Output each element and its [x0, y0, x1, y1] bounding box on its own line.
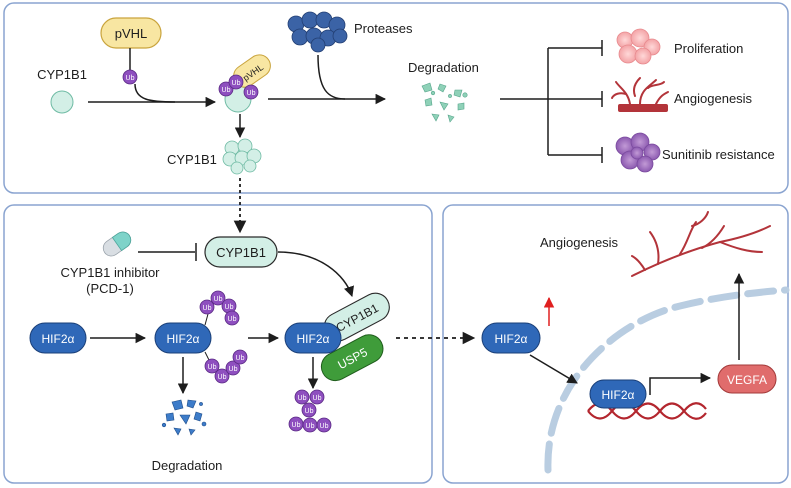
svg-text:Ub: Ub	[306, 423, 315, 430]
bottom-right-panel	[442, 204, 789, 484]
svg-text:HIF2α: HIF2α	[602, 388, 635, 402]
hif2a-pill-dna: HIF2α	[589, 379, 647, 409]
usp5-pill: USP5	[320, 334, 384, 382]
inhibitor-label-line2: (PCD-1)	[86, 281, 134, 296]
svg-text:HIF2α: HIF2α	[297, 332, 330, 346]
svg-text:HIF2α: HIF2α	[495, 332, 528, 346]
proteases-label: Proteases	[354, 21, 413, 36]
pvhl-pill: pVHL	[100, 17, 162, 49]
svg-text:Ub: Ub	[305, 408, 314, 415]
proteases-cluster	[287, 11, 348, 53]
cyp1b1-protein	[50, 90, 74, 114]
svg-text:Ub: Ub	[236, 355, 245, 362]
svg-text:Ub: Ub	[229, 366, 238, 373]
svg-text:Ub: Ub	[203, 305, 212, 312]
blood-vessel-icon	[631, 211, 771, 277]
svg-text:Ub: Ub	[225, 304, 234, 311]
ub-badge: Ub	[122, 69, 138, 85]
proliferation-cells-icon	[616, 28, 661, 65]
angiogenesis-label-right: Angiogenesis	[540, 235, 619, 250]
inhibitor-label-line1: CYP1B1 inhibitor	[61, 265, 161, 280]
cyp1b1-label-below: CYP1B1	[167, 152, 217, 167]
pvhl-label: pVHL	[115, 26, 148, 41]
angiogenesis-label-top: Angiogenesis	[674, 91, 753, 106]
sunitinib-label: Sunitinib resistance	[662, 147, 775, 162]
svg-text:HIF2α: HIF2α	[167, 332, 200, 346]
svg-text:Ub: Ub	[208, 364, 217, 371]
top-panel	[3, 2, 789, 194]
degraded-fragments	[421, 82, 468, 123]
free-ub-cluster: Ub Ub Ub Ub Ub Ub	[288, 389, 332, 433]
svg-text:HIF2α: HIF2α	[42, 332, 75, 346]
proliferation-label: Proliferation	[674, 41, 743, 56]
svg-text:Ub: Ub	[320, 423, 329, 430]
svg-text:Ub: Ub	[313, 395, 322, 402]
hif2a-pill-1: HIF2α	[29, 322, 87, 354]
nuclear-membrane	[544, 286, 790, 474]
cyp1b1-pill: CYP1B1	[204, 236, 278, 268]
angiogenesis-vessel-icon	[611, 77, 669, 112]
capsule-icon	[102, 231, 132, 257]
svg-text:Ub: Ub	[126, 75, 135, 82]
svg-text:Ub: Ub	[218, 374, 227, 381]
svg-text:Ub: Ub	[292, 422, 301, 429]
cyp1b1-aggregate	[222, 138, 262, 175]
sunitinib-cells-icon	[615, 132, 661, 173]
cyp1b1-label-left: CYP1B1	[37, 67, 87, 82]
svg-text:CYP1B1: CYP1B1	[216, 245, 266, 260]
ub-chain-lower: Ub Ub Ub Ub	[204, 349, 248, 384]
svg-text:Ub: Ub	[228, 316, 237, 323]
pvhl-cyp1b1-complex: pVHL Ub Ub Ub	[218, 54, 271, 113]
svg-text:VEGFA: VEGFA	[727, 373, 767, 387]
svg-text:Ub: Ub	[214, 296, 223, 303]
hif2a-pill-2: HIF2α	[154, 322, 212, 354]
degradation-label-top: Degradation	[408, 60, 479, 75]
hif2a-pill-up: HIF2α	[481, 322, 541, 354]
hif2a-fragments	[161, 399, 207, 436]
bottom-left-panel	[3, 204, 433, 484]
svg-text:Ub: Ub	[232, 80, 241, 87]
dna-helix	[587, 402, 707, 420]
svg-text:Ub: Ub	[298, 395, 307, 402]
vegfa-pill: VEGFA	[717, 364, 777, 394]
degradation-label-bottom: Degradation	[152, 458, 223, 473]
svg-text:Ub: Ub	[222, 87, 231, 94]
inhibition-bracket	[500, 40, 603, 163]
hif2a-pill-3: HIF2α	[284, 322, 342, 354]
svg-text:Ub: Ub	[247, 90, 256, 97]
ub-chain-upper: Ub Ub Ub Ub	[199, 290, 240, 326]
